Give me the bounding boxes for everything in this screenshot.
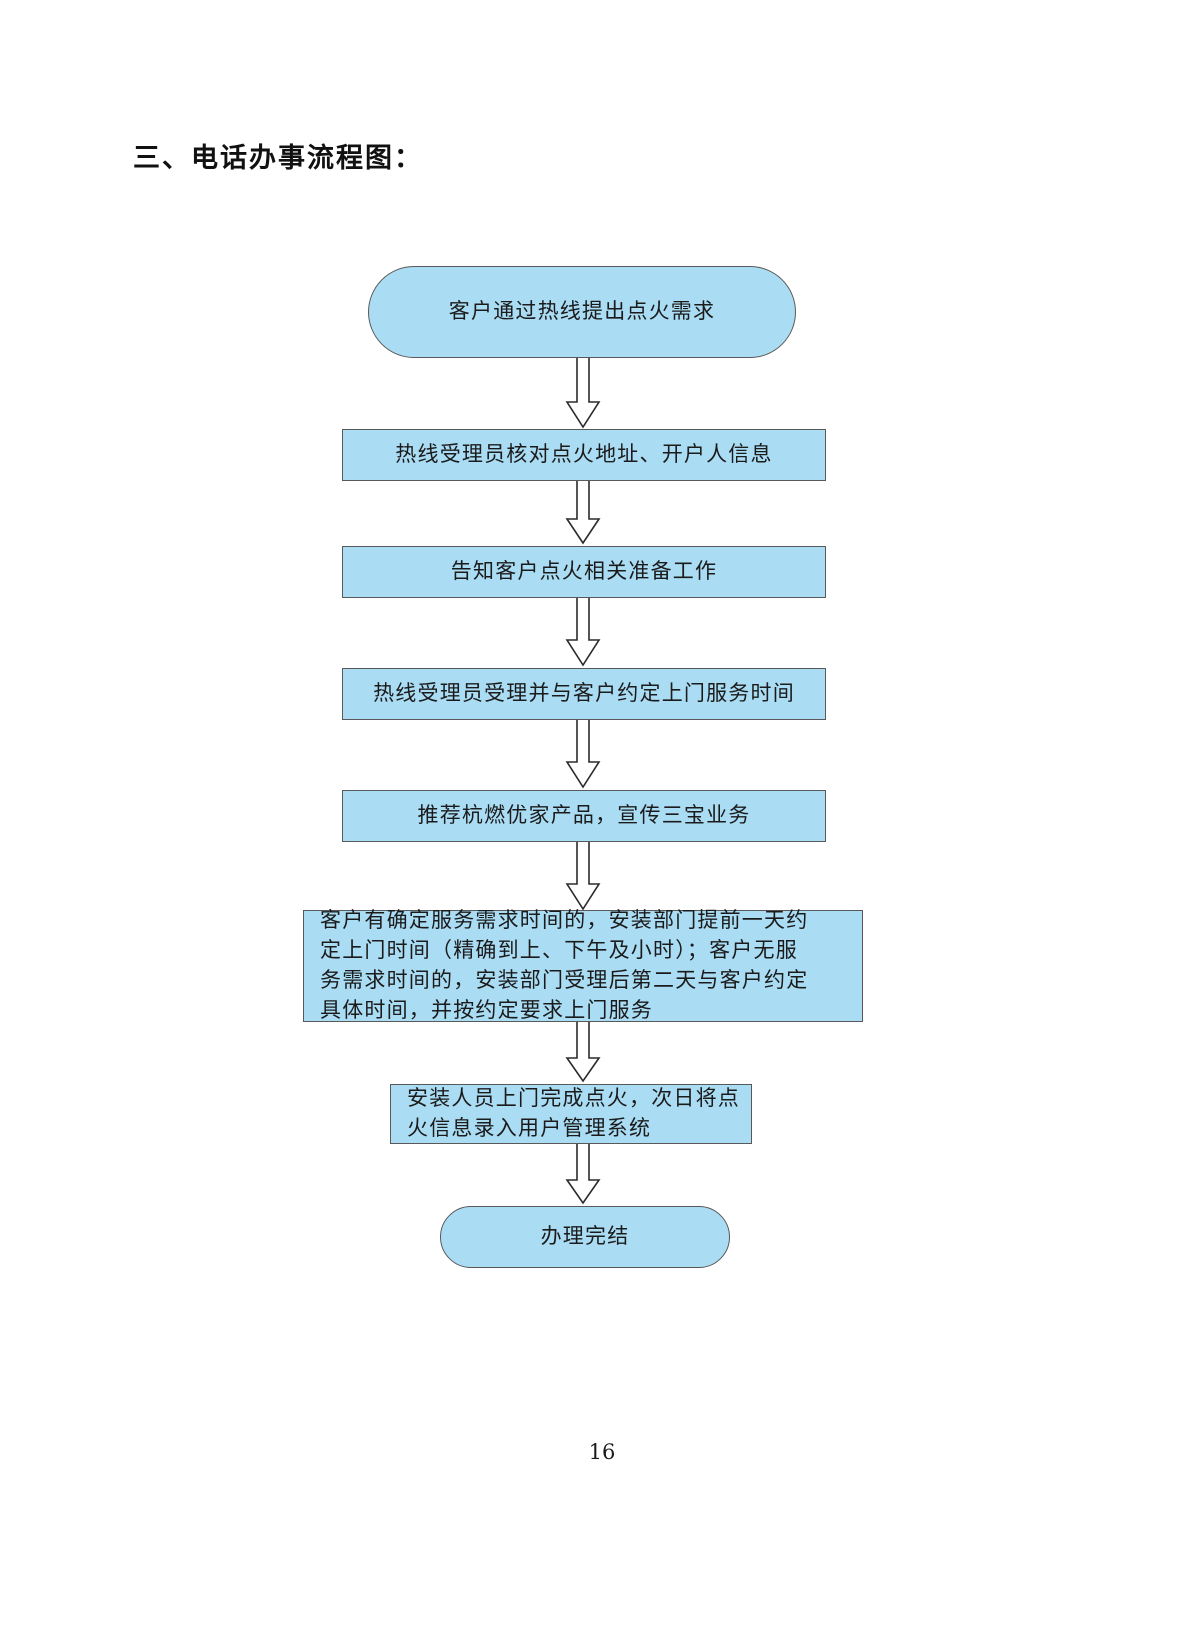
flow-node-schedule-visit[interactable]: 热线受理员受理并与客户约定上门服务时间 bbox=[342, 668, 826, 720]
page-number: 16 bbox=[588, 1440, 616, 1464]
flow-node-appointment-rules[interactable]: 客户有确定服务需求时间的，安装部门提前一天约 定上门时间（精确到上、下午及小时）… bbox=[303, 908, 863, 1022]
flow-arrow-6 bbox=[563, 1022, 603, 1084]
flow-arrow-5 bbox=[563, 842, 603, 912]
flow-arrow-2 bbox=[563, 481, 603, 546]
flow-node-verify-info[interactable]: 热线受理员核对点火地址、开户人信息 bbox=[342, 429, 826, 481]
flow-node-label: 办理完结 bbox=[540, 1224, 630, 1249]
flow-node-label: 客户有确定服务需求时间的，安装部门提前一天约 定上门时间（精确到上、下午及小时）… bbox=[320, 908, 809, 1022]
flow-node-label: 客户通过热线提出点火需求 bbox=[448, 299, 716, 324]
flow-node-label: 告知客户点火相关准备工作 bbox=[450, 559, 718, 584]
flow-arrow-4 bbox=[563, 720, 603, 790]
flow-node-label: 安装人员上门完成点火，次日将点 火信息录入用户管理系统 bbox=[407, 1086, 740, 1140]
flow-node-promote-products[interactable]: 推荐杭燃优家产品，宣传三宝业务 bbox=[342, 790, 826, 842]
flow-node-label: 热线受理员受理并与客户约定上门服务时间 bbox=[373, 681, 795, 706]
page-title: 三、电话办事流程图： bbox=[133, 143, 423, 174]
flow-arrow-7 bbox=[563, 1144, 603, 1206]
flow-arrow-3 bbox=[563, 598, 603, 668]
flow-node-onsite-ignition[interactable]: 安装人员上门完成点火，次日将点 火信息录入用户管理系统 bbox=[390, 1084, 752, 1144]
flow-node-label: 推荐杭燃优家产品，宣传三宝业务 bbox=[417, 803, 751, 828]
flow-node-inform-customer[interactable]: 告知客户点火相关准备工作 bbox=[342, 546, 826, 598]
flow-node-label: 热线受理员核对点火地址、开户人信息 bbox=[395, 442, 773, 467]
flow-node-end[interactable]: 办理完结 bbox=[440, 1206, 730, 1268]
flow-arrow-1 bbox=[563, 358, 603, 431]
flow-node-start[interactable]: 客户通过热线提出点火需求 bbox=[368, 266, 796, 358]
